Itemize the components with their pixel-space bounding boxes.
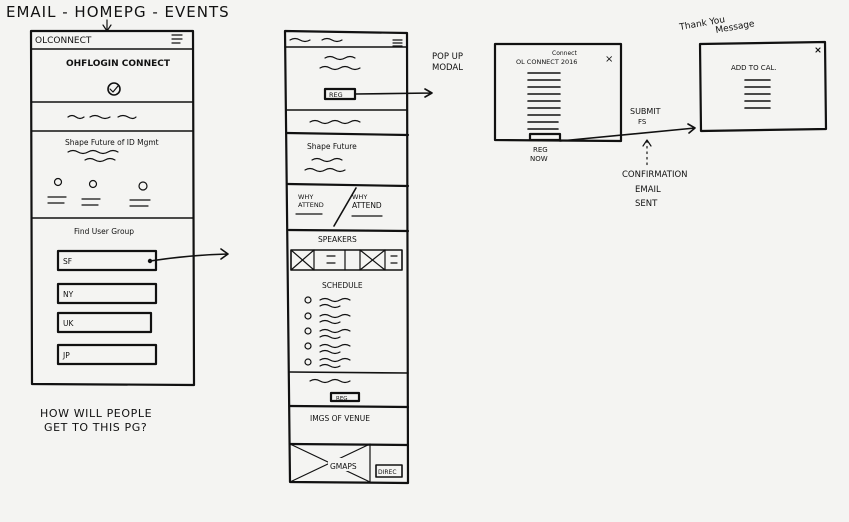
title-arrow — [102, 19, 112, 32]
confirmation-line-3: SENT — [635, 199, 658, 209]
confirmation-line-2: EMAIL — [635, 185, 661, 195]
why-attend-right-2: ATTEND — [352, 201, 382, 210]
register-button-secondary-label: REG — [336, 396, 348, 402]
directions-button[interactable] — [375, 464, 403, 478]
thank-you-modal: ADD TO CAL. — [698, 40, 828, 133]
register-button-secondary[interactable] — [329, 391, 361, 403]
directions-button-label: DIREC — [378, 469, 397, 476]
register-button-label: REG — [329, 91, 343, 99]
why-attend-left-1: WHY — [298, 193, 313, 201]
event-page-wireframe: REG Shape Future WHY ATTEND WHY ATTEND S… — [283, 29, 410, 485]
arrow-to-popup — [354, 88, 433, 98]
reg-now-button[interactable] — [528, 132, 562, 142]
question-line-1: HOW WILL PEOPLE — [40, 407, 152, 420]
arrow-submit — [559, 123, 696, 142]
feature-icon — [138, 181, 148, 191]
schedule-list — [304, 296, 351, 369]
popup-label-1: POP UP — [432, 52, 463, 62]
popup-label-2: MODAL — [432, 63, 463, 73]
close-icon[interactable] — [815, 47, 821, 53]
group-button-ny[interactable] — [56, 282, 158, 305]
feature-icon — [53, 177, 63, 187]
modal-form-fields — [527, 72, 561, 130]
group-button-jp[interactable] — [56, 343, 158, 366]
submit-label-1: SUBMIT — [630, 107, 661, 116]
speakers-heading: SPEAKERS — [318, 235, 357, 244]
why-attend-left-2: ATTEND — [298, 201, 324, 209]
group-label: SF — [63, 257, 72, 266]
group-button-sf[interactable] — [56, 249, 158, 272]
confirmation-line-1: CONFIRMATION — [622, 170, 688, 180]
group-label: UK — [63, 319, 74, 328]
registration-modal: Connect OL CONNECT 2016 × — [493, 42, 623, 143]
homepage-wireframe: OLCONNECT OHFLOGIN CONNECT Shape Future … — [29, 29, 196, 387]
hamburger-icon — [171, 34, 183, 44]
gmaps-label-bg — [328, 458, 366, 471]
close-icon[interactable]: × — [605, 54, 613, 65]
speakers-strip — [290, 249, 403, 271]
shape-future-text: Shape Future of ID Mgmt — [65, 138, 159, 147]
gmaps-label: GMAPS — [330, 462, 357, 471]
feature-icon — [88, 179, 98, 189]
arrow-to-event-page — [149, 248, 229, 262]
venue-images-label: IMGS OF VENUE — [310, 414, 370, 423]
group-label: NY — [63, 290, 74, 299]
find-user-group-label: Find User Group — [74, 227, 134, 236]
group-label: JP — [62, 351, 70, 360]
event-shape-future: Shape Future — [307, 142, 357, 151]
question-line-2: GET TO THIS PG? — [44, 421, 147, 434]
homepage-logo: OLCONNECT — [35, 36, 92, 46]
group-button-uk[interactable] — [56, 311, 153, 334]
submit-label-2: FS — [638, 118, 647, 126]
add-to-calendar-button[interactable]: ADD TO CAL. — [731, 64, 777, 72]
reg-now-label-2: NOW — [530, 155, 548, 163]
hamburger-icon — [392, 39, 403, 47]
modal-title-top: Connect — [552, 50, 577, 57]
modal-title: OL CONNECT 2016 — [516, 58, 577, 66]
sketch-title: EMAIL - HOMEPG - EVENTS — [6, 3, 230, 21]
reg-now-label-1: REG — [533, 146, 548, 154]
homepage-hero-title: OHFLOGIN CONNECT — [66, 59, 171, 69]
schedule-heading: SCHEDULE — [322, 281, 363, 290]
why-attend-right-1: WHY — [352, 193, 367, 201]
check-icon — [107, 82, 121, 96]
